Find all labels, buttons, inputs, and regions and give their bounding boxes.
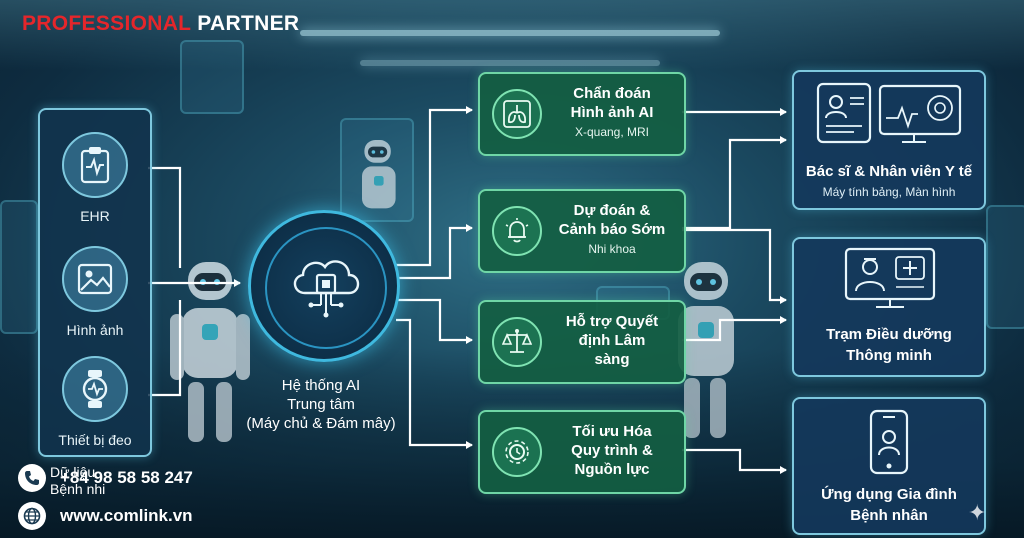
output-nurse-station: Trạm Điều dưỡng Thông minh — [792, 237, 986, 377]
hub-inner-ring — [265, 227, 387, 349]
hub-label-line: Trung tâm — [287, 396, 355, 413]
flow-line — [682, 136, 787, 230]
flow-line — [396, 298, 473, 344]
process-clinical-decision: Hỗ trợ Quyết định Lâm sàng — [478, 300, 686, 384]
hub-label: Hệ thống AI Trung tâm (Máy chủ & Đám mây… — [226, 376, 416, 433]
mobile-app-icon — [869, 409, 909, 475]
nurse-station-monitor-icon — [844, 247, 936, 308]
process-title: định Lâm — [578, 331, 646, 349]
source-ehr: EHR — [40, 132, 150, 224]
contact-website[interactable]: www.comlink.vn — [18, 502, 193, 530]
process-title: Hình ảnh AI — [570, 104, 654, 121]
source-wearable: Thiết bị đeo — [40, 356, 150, 448]
lungs-xray-icon — [492, 89, 542, 139]
output-title: Ứng dụng Gia đình — [821, 486, 957, 503]
phone-number[interactable]: +84 98 58 58 247 — [60, 468, 193, 487]
hub-label-line: (Máy chủ & Đám mây) — [246, 415, 396, 432]
output-title: Bệnh nhân — [850, 507, 928, 524]
brand-part2: PARTNER — [197, 12, 300, 35]
phone-icon — [18, 464, 46, 492]
ehr-clipboard-icon — [62, 132, 128, 198]
sparkle-icon: ✦ — [968, 500, 987, 525]
image-icon — [62, 246, 128, 312]
patient-data-panel: EHR Hình ảnh Thiết bị đeo — [38, 108, 152, 457]
flow-line — [148, 166, 182, 268]
hub-label-line: Hệ thống AI — [281, 377, 361, 394]
ceiling-light — [300, 30, 720, 36]
background-screen — [0, 200, 38, 334]
flow-line — [396, 224, 473, 280]
alert-bell-icon — [492, 206, 542, 256]
source-label: EHR — [80, 208, 110, 224]
process-workflow-optimization: Tối ưu Hóa Quy trình & Nguồn lực — [478, 410, 686, 494]
process-title: Cảnh báo Sớm — [558, 221, 666, 238]
source-image: Hình ảnh — [40, 246, 150, 338]
process-text: Dự đoán & Cảnh báo Sớm Nhi khoa — [542, 191, 682, 267]
process-subtitle: Nhi khoa — [588, 242, 636, 256]
scales-icon — [492, 317, 542, 367]
process-title: sàng — [594, 350, 630, 368]
process-subtitle: X-quang, MRI — [574, 125, 650, 139]
output-title: Trạm Điều dưỡng — [826, 326, 952, 343]
process-title: Quy trình & — [571, 441, 653, 459]
process-image-diagnosis: Chẩn đoán Hình ảnh AI X-quang, MRI — [478, 72, 686, 156]
robot-illustration — [362, 140, 396, 209]
source-title-line: Dữ liệu — [50, 464, 96, 480]
gear-icon — [492, 427, 542, 477]
contact-phone[interactable]: +84 98 58 58 247 — [18, 464, 193, 492]
source-label: Hình ảnh — [66, 322, 124, 338]
process-text: Chẩn đoán Hình ảnh AI X-quang, MRI — [542, 74, 682, 150]
brand-part1: PROFESSIONAL — [22, 12, 192, 35]
process-title: Tối ưu Hóa — [572, 422, 652, 440]
website-link[interactable]: www.comlink.vn — [60, 506, 193, 525]
process-early-warning: Dự đoán & Cảnh báo Sớm Nhi khoa — [478, 189, 686, 273]
source-title-line: Bệnh nhi — [50, 481, 106, 497]
background-screen — [180, 40, 244, 114]
central-ai-hub — [248, 210, 400, 362]
output-title: Bác sĩ & Nhân viên Y tế — [805, 163, 973, 180]
output-doctors-staff: Bác sĩ & Nhân viên Y tế Máy tính bảng, M… — [792, 70, 986, 210]
source-label: Thiết bị đeo — [58, 432, 132, 448]
process-title: Nguồn lực — [574, 460, 650, 478]
process-title: Chẩn đoán — [573, 85, 651, 102]
globe-icon — [18, 502, 46, 530]
smartwatch-icon — [62, 356, 128, 422]
process-title: Dự đoán & — [573, 202, 651, 219]
source-panel-title: Dữ liệu Bệnh nhi — [50, 464, 160, 498]
output-subtitle: Máy tính bảng, Màn hình — [822, 185, 956, 199]
process-title: Hỗ trợ Quyết — [565, 312, 659, 330]
cloud-chip-icon — [293, 260, 360, 318]
output-family-app: Ứng dụng Gia đình Bệnh nhân — [792, 397, 986, 535]
output-title: Thông minh — [846, 347, 932, 364]
doctor-tablet-monitor-icon — [816, 82, 962, 144]
process-text: Hỗ trợ Quyết định Lâm sàng — [542, 302, 682, 378]
ceiling-light — [360, 60, 660, 66]
robot-illustration — [170, 262, 250, 472]
background-screen — [986, 205, 1024, 329]
process-text: Tối ưu Hóa Quy trình & Nguồn lực — [542, 412, 682, 488]
